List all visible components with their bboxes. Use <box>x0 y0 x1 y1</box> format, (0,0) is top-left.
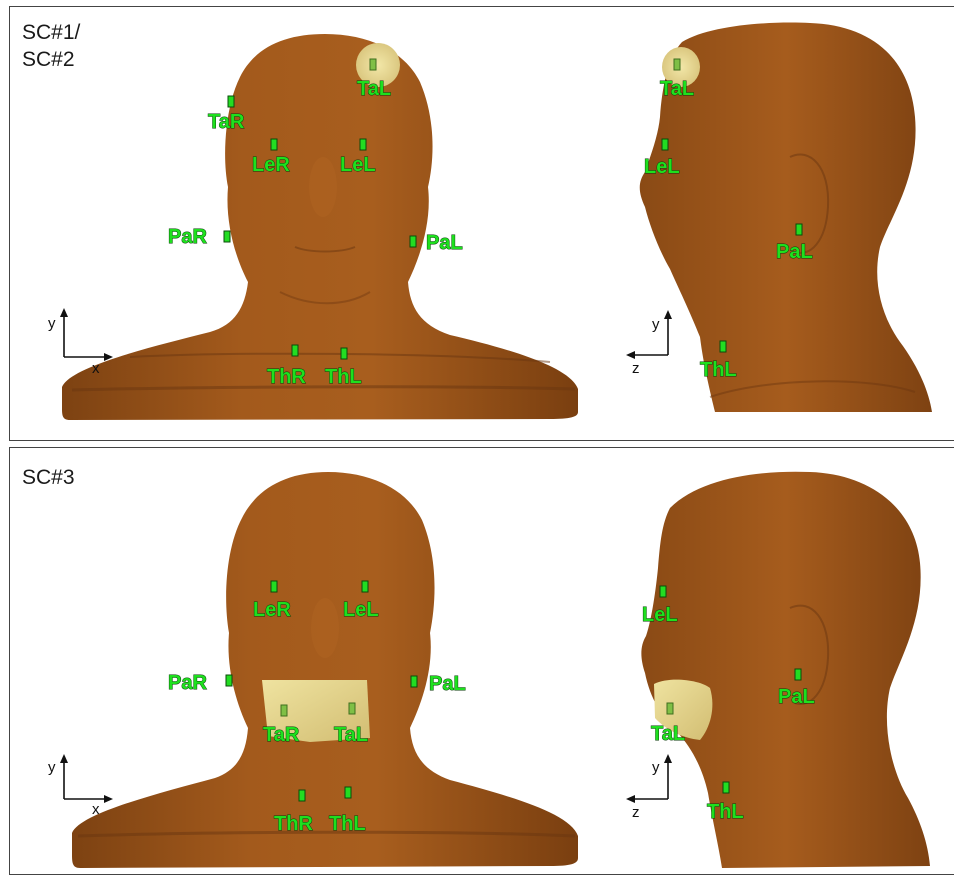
axis-x-label: x <box>92 801 100 818</box>
figure-canvas: LeR LeL PaR PaL TaR TaL ThR ThL y x <box>10 448 954 875</box>
front-head-shape <box>72 472 578 868</box>
marker-ThL <box>345 787 351 798</box>
side-head-model <box>641 472 930 868</box>
marker-ThL <box>341 348 347 359</box>
side-head-shape <box>641 472 930 868</box>
marker-PaR <box>224 231 230 242</box>
axis-z-label-side: z <box>632 804 640 821</box>
side-axis-indicator: y z <box>626 310 672 377</box>
label-TaL: TaL <box>357 78 391 100</box>
label-PaL: PaL <box>426 232 463 254</box>
marker-side-ThL <box>720 341 726 352</box>
marker-ThR <box>292 345 298 356</box>
marker-side-TaL <box>674 59 680 70</box>
label-side-PaL: PaL <box>778 686 815 708</box>
label-LeL: LeL <box>343 599 379 621</box>
marker-side-PaL <box>795 669 801 680</box>
marker-TaR <box>228 96 234 107</box>
front-axis-indicator: y x <box>48 754 113 818</box>
marker-PaR <box>226 675 232 686</box>
marker-TaL <box>349 703 355 714</box>
axis-y-label: y <box>48 315 56 332</box>
label-PaL: PaL <box>429 673 466 695</box>
marker-LeR <box>271 139 277 150</box>
label-side-ThL: ThL <box>700 359 737 381</box>
label-LeL: LeL <box>340 154 376 176</box>
label-PaR: PaR <box>168 226 207 248</box>
label-side-LeL: LeL <box>642 604 678 626</box>
front-head-model <box>72 472 578 868</box>
axis-y-label-side: y <box>652 759 660 776</box>
marker-LeL <box>360 139 366 150</box>
marker-side-ThL <box>723 782 729 793</box>
label-PaR: PaR <box>168 672 207 694</box>
panel-scenario-1-2: SC#1/ SC#2 <box>9 6 954 441</box>
figure-canvas: TaL TaR LeR LeL PaR PaL ThR ThL y x <box>10 7 954 441</box>
label-side-ThL: ThL <box>707 801 744 823</box>
nose-shading <box>309 157 337 217</box>
side-axis-indicator: y z <box>626 754 672 821</box>
marker-side-TaL <box>667 703 673 714</box>
front-head-shape <box>62 34 578 420</box>
axis-x-label: x <box>92 360 100 377</box>
label-ThL: ThL <box>329 813 366 835</box>
marker-LeR <box>271 581 277 592</box>
axis-y-label: y <box>48 759 56 776</box>
label-LeR: LeR <box>253 599 291 621</box>
label-side-TaL: TaL <box>660 78 694 100</box>
marker-side-PaL <box>796 224 802 235</box>
panel-scenario-3: SC#3 <box>9 447 954 875</box>
label-TaL: TaL <box>334 724 368 746</box>
marker-PaL <box>410 236 416 247</box>
marker-PaL <box>411 676 417 687</box>
axis-y-label-side: y <box>652 316 660 333</box>
label-TaR: TaR <box>263 724 300 746</box>
marker-TaR <box>281 705 287 716</box>
label-TaR: TaR <box>208 111 245 133</box>
marker-LeL <box>362 581 368 592</box>
marker-side-LeL <box>660 586 666 597</box>
label-ThL: ThL <box>325 366 362 388</box>
label-ThR: ThR <box>274 813 313 835</box>
label-side-LeL: LeL <box>644 156 680 178</box>
label-side-TaL: TaL <box>651 723 685 745</box>
axis-z-label-side: z <box>632 360 640 377</box>
label-side-PaL: PaL <box>776 241 813 263</box>
front-head-model <box>62 34 578 420</box>
nose-shading <box>311 598 339 658</box>
marker-TaL <box>370 59 376 70</box>
label-LeR: LeR <box>252 154 290 176</box>
marker-ThR <box>299 790 305 801</box>
label-ThR: ThR <box>267 366 306 388</box>
marker-side-LeL <box>662 139 668 150</box>
